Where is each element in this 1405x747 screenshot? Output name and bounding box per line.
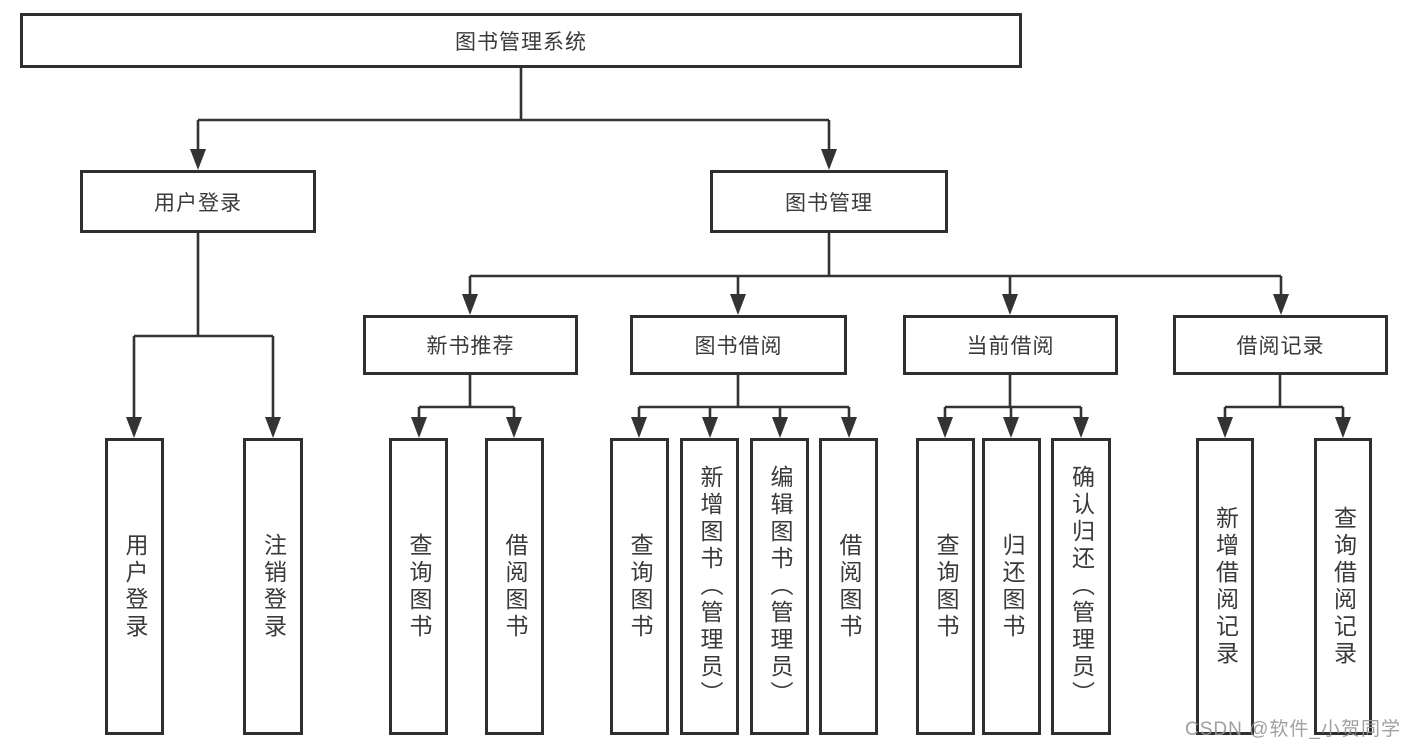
leaf-edit-books-admin: 编辑图书（管理员） [750, 438, 809, 735]
leaf-return-books: 归还图书 [982, 438, 1041, 735]
node-borrowing-records: 借阅记录 [1173, 315, 1388, 375]
leaf-current-query-books: 查询图书 [916, 438, 975, 735]
leaf-add-books-admin: 新增图书（管理员） [680, 438, 739, 735]
leaf-query-borrow-record: 查询借阅记录 [1314, 438, 1372, 735]
node-book-borrowing: 图书借阅 [630, 315, 847, 375]
leaf-newbook-borrow-books: 借阅图书 [485, 438, 544, 735]
leaf-add-borrow-record: 新增借阅记录 [1196, 438, 1254, 735]
node-current-borrowing: 当前借阅 [903, 315, 1118, 375]
leaf-borrow-query-books: 查询图书 [610, 438, 669, 735]
node-library-management-system: 图书管理系统 [20, 13, 1022, 68]
csdn-watermark: CSDN @软件_小贺同学 [1185, 719, 1401, 740]
leaf-logout: 注销登录 [243, 438, 303, 735]
leaf-newbook-query-books: 查询图书 [389, 438, 448, 735]
node-book-management: 图书管理 [710, 170, 948, 233]
leaf-confirm-return-admin: 确认归还（管理员） [1051, 438, 1111, 735]
node-user-login: 用户登录 [80, 170, 316, 233]
leaf-borrow-books: 借阅图书 [819, 438, 878, 735]
node-new-book-recommend: 新书推荐 [363, 315, 578, 375]
leaf-user-login: 用户登录 [105, 438, 164, 735]
